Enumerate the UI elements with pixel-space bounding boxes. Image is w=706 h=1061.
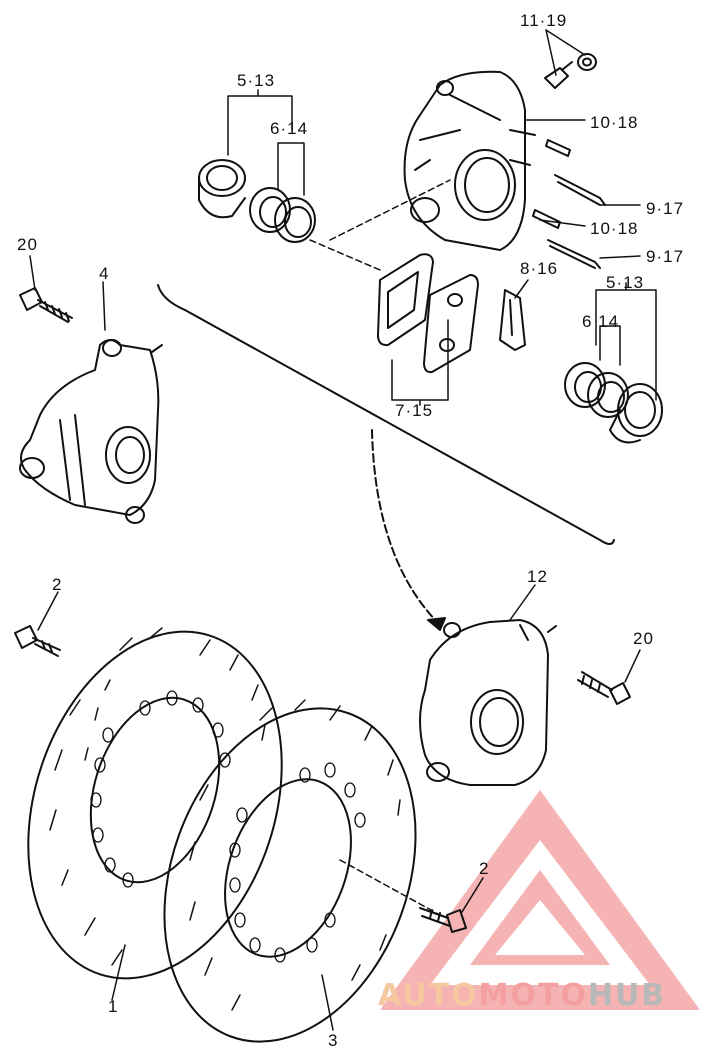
callout-11-19: 11·19: [520, 11, 568, 30]
brake-disc-3: [163, 699, 417, 1043]
callout-5-13-upper: 5·13: [237, 71, 276, 90]
callout-2-lower: 2: [479, 859, 490, 878]
callout-4: 4: [99, 264, 110, 283]
callout-5-13-lower: 5·13: [606, 273, 645, 292]
watermark-hub: HUB: [587, 978, 667, 1013]
bleeder-screw: [544, 53, 597, 89]
seal-rings-lower: [564, 362, 629, 418]
callout-12: 12: [527, 567, 548, 586]
guide-arrow: [371, 429, 441, 626]
callout-6-14-upper: 6·14: [270, 119, 309, 138]
callout-8-16: 8·16: [520, 259, 559, 278]
callout-20-left: 20: [17, 235, 38, 254]
piston-lower: [609, 383, 663, 444]
callout-1: 1: [108, 997, 119, 1016]
caliper-lower-right: [419, 619, 557, 786]
watermark-logo: [380, 790, 700, 1010]
callout-20-right: 20: [633, 629, 654, 648]
bolt-20-left: [19, 287, 73, 323]
callout-9-17-upper: 9·17: [646, 199, 685, 218]
brake-pads: [377, 253, 479, 374]
bolt-20-right: [577, 671, 631, 705]
pad-pins: [532, 139, 606, 269]
leader-lines: [29, 29, 657, 1031]
callout-6-14-lower: 6 14: [582, 312, 620, 331]
watermark-text: AUTOMOTOHUB: [378, 981, 666, 1011]
callout-9-17-lower: 9·17: [646, 247, 685, 266]
seal-rings-upper: [249, 187, 316, 243]
caliper-upper-right: [403, 70, 536, 251]
caliper-left: [19, 339, 163, 524]
callout-10-18-upper: 10·18: [590, 113, 639, 132]
callout-7-15: 7·15: [395, 401, 434, 420]
group-divider-line: [157, 284, 615, 545]
callout-3: 3: [328, 1031, 339, 1050]
brake-disc-1: [27, 627, 283, 980]
watermark-auto: AUTO: [378, 978, 479, 1013]
callout-10-18-lower: 10·18: [590, 219, 639, 238]
piston-upper: [198, 159, 246, 219]
pad-spring: [499, 289, 526, 351]
bolt-2-bottom: [419, 907, 467, 933]
watermark-moto: MOTO: [478, 978, 588, 1013]
bolt-2-top: [14, 625, 61, 657]
callout-2-upper: 2: [52, 575, 63, 594]
